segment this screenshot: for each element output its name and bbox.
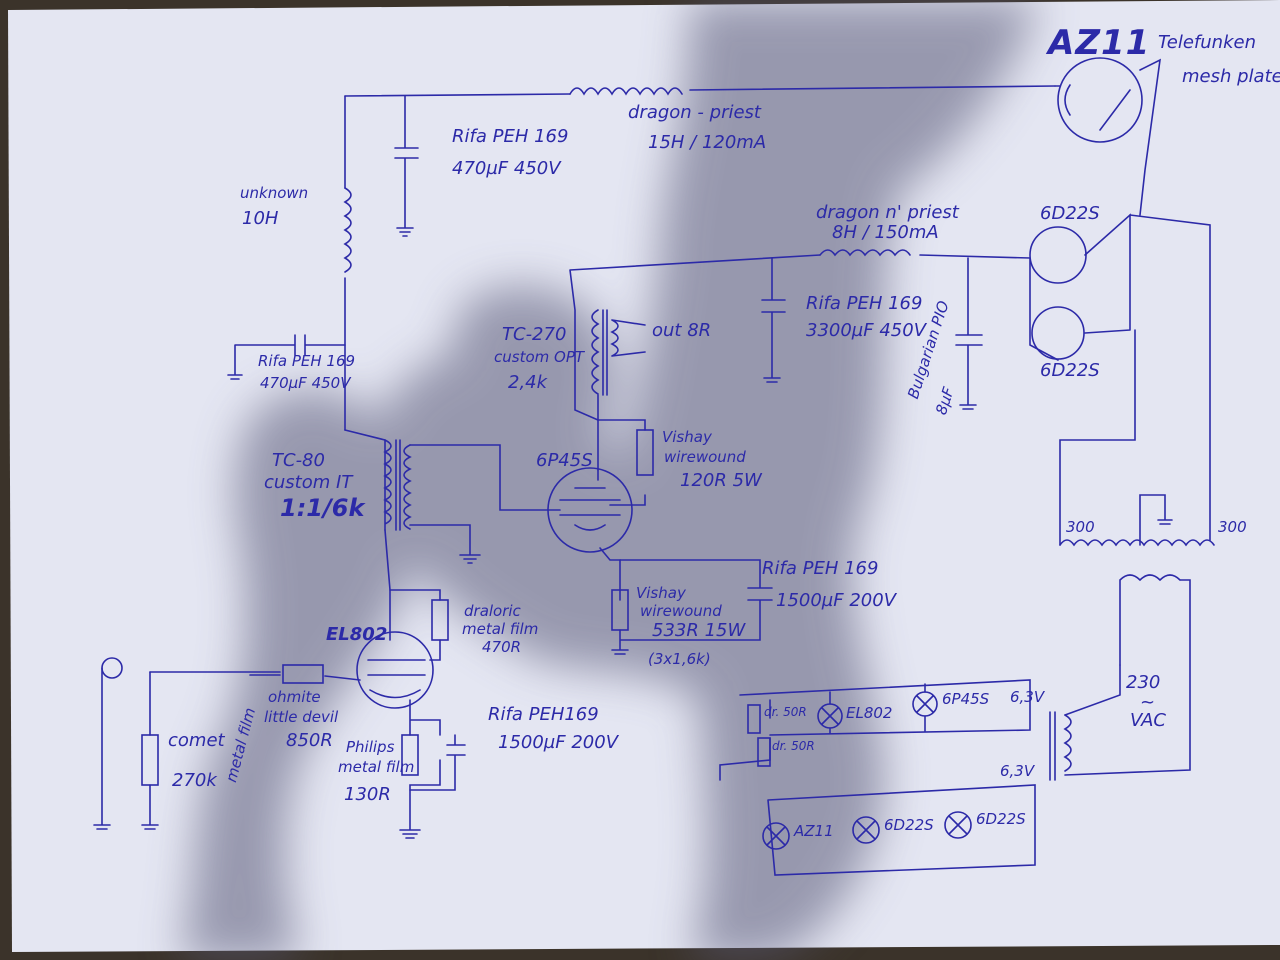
ohmite-spec: 850R [286, 730, 333, 751]
mains-unit: VAC [1130, 710, 1166, 731]
vishay2-type: wirewound [640, 602, 722, 620]
cap3-name: Rifa PEH 169 [806, 293, 923, 314]
heater1-lamp-2: 6P45S [942, 690, 990, 708]
heater2-lamp-1: AZ11 [794, 822, 834, 840]
vishay2-spec: 533R 15W [652, 620, 746, 641]
wire [344, 85, 1056, 97]
ohmite-name: ohmite [268, 688, 321, 706]
cap1-spec: 470µF 450V [452, 158, 561, 179]
cap6-spec: 1500µF 200V [498, 732, 619, 753]
cap2-name: Rifa PEH 169 [258, 352, 356, 370]
regulator-1-label: 6D22S [1040, 203, 1100, 224]
heater1-lamp-1: EL802 [846, 704, 893, 722]
ht-winding-right: 300 [1218, 518, 1247, 536]
heater2-voltage: 6,3V [1000, 762, 1035, 780]
draloric-name: draloric [464, 602, 521, 620]
opt-type: custom OPT [494, 348, 585, 366]
choke2-name: dragon n' priest [816, 202, 959, 223]
ohmite-type: little devil [264, 708, 339, 726]
cap6-name: Rifa PEH169 [488, 704, 599, 725]
choke-10h [343, 187, 352, 273]
vishay1-type: wirewound [664, 448, 746, 466]
comet-spec: 270k [172, 770, 217, 791]
opt-impedance: 2,4k [508, 372, 548, 393]
comet-name: comet [168, 730, 225, 751]
vishay2-name: Vishay [636, 584, 686, 602]
opt-output: out 8R [652, 320, 712, 341]
cap5-spec: 1500µF 200V [776, 590, 897, 611]
choke1-name: dragon - priest [628, 102, 761, 123]
output-tube-label: 6P45S [536, 450, 593, 471]
heater2-lamp-3: 6D22S [976, 810, 1026, 828]
choke-8h [819, 249, 911, 257]
philips-spec: 130R [344, 784, 391, 805]
draloric-spec: 470R [482, 638, 522, 656]
driver-tube-label: EL802 [326, 624, 388, 645]
it-type: custom IT [264, 472, 353, 493]
philips-name: Philips [346, 738, 395, 756]
mains-volts: 230 [1126, 672, 1161, 693]
cap1-name: Rifa PEH 169 [452, 126, 569, 147]
rectifier-brand-label: Telefunken [1158, 32, 1256, 53]
choke-15h [569, 87, 683, 96]
draloric-type: metal film [462, 620, 539, 638]
heater2-lamp-2: 6D22S [884, 816, 934, 834]
choke3-spec: 10H [242, 208, 279, 229]
vishay2-note: (3x1,6k) [648, 650, 711, 668]
choke3-name: unknown [240, 184, 309, 202]
rectifier-tube-label: AZ11 [1048, 23, 1151, 63]
vishay1-spec: 120R 5W [680, 470, 762, 491]
ht-winding-left: 300 [1066, 518, 1095, 536]
vishay1-name: Vishay [662, 428, 712, 446]
ohmite [282, 664, 324, 684]
mains-tilde: ~ [1140, 692, 1156, 713]
cap3-spec: 3300µF 450V [806, 320, 927, 341]
cap5-name: Rifa PEH 169 [762, 558, 879, 579]
opt-name: TC-270 [502, 324, 567, 345]
choke1-spec: 15H / 120mA [648, 132, 767, 153]
regulator-2-label: 6D22S [1040, 360, 1100, 381]
cap2-spec: 470µF 450V [260, 374, 351, 392]
it-ratio: 1:1/6k [280, 494, 365, 522]
philips-type: metal film [338, 758, 415, 776]
heater1-voltage: 6,3V [1010, 688, 1045, 706]
heater1-resistor-top: dr. 50R [764, 705, 807, 719]
heater1-resistor-bottom: dr. 50R [772, 739, 815, 753]
it-name: TC-80 [272, 450, 325, 471]
choke2-spec: 8H / 150mA [832, 222, 939, 243]
rectifier-note-label: mesh plate [1182, 66, 1280, 87]
